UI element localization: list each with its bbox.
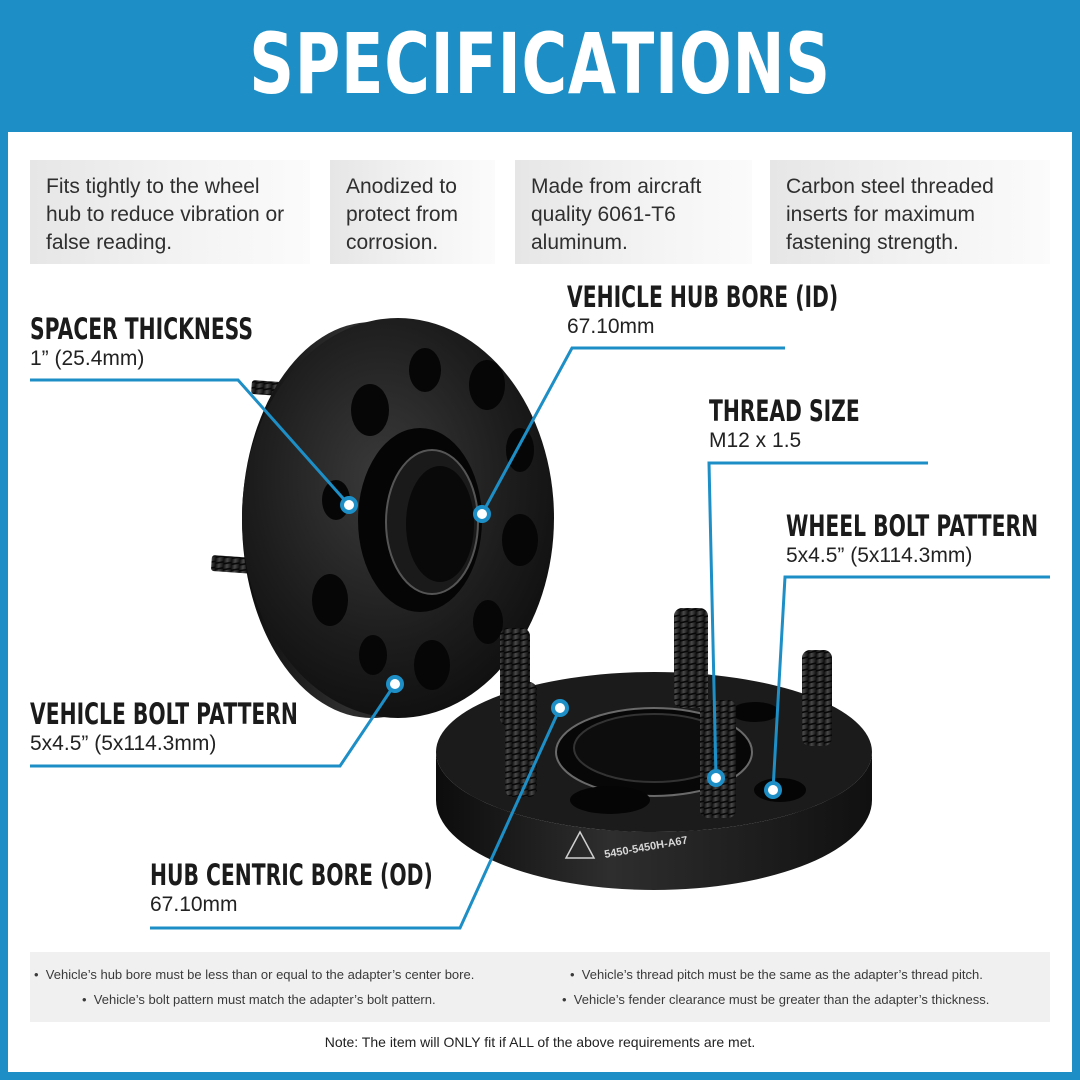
- callout-title: THREAD SIZE: [709, 394, 860, 428]
- header-bar: SPECIFICATIONS: [0, 0, 1080, 132]
- callout-value: 5x4.5” (5x114.3mm): [786, 544, 973, 567]
- callout-dot: [340, 496, 358, 514]
- leader-thread-size: [707, 461, 928, 779]
- bolt-hole: [414, 640, 450, 690]
- requirement-text: Vehicle’s thread pitch must be the same …: [581, 967, 983, 982]
- bolt-hole: [731, 702, 779, 722]
- leader-hub-centric-bore: [150, 707, 562, 930]
- brand-logo: [564, 830, 596, 859]
- callout-dot: [707, 769, 725, 787]
- feature-text: Carbon steel threaded inserts for maximu…: [786, 175, 994, 254]
- callout-dot: [764, 781, 782, 799]
- requirements-box: [30, 952, 1050, 1022]
- feature-text: Fits tightly to the wheel hub to reduce …: [46, 175, 285, 254]
- bore-inner: [406, 466, 474, 582]
- callout-hub-centric-bore: HUB CENTRIC BORE (OD) 67.10mm: [150, 858, 554, 918]
- stud: [802, 650, 832, 746]
- spacer-edge: [436, 752, 872, 890]
- fitment-note: Note: The item will ONLY fit if ALL of t…: [324, 1034, 756, 1050]
- callout-value: 67.10mm: [150, 893, 238, 916]
- stud: [674, 608, 708, 708]
- feature-box-fit: Fits tightly to the wheel hub to reduce …: [30, 160, 310, 264]
- bolt-hole: [506, 428, 534, 472]
- callout-value: 5x4.5” (5x114.3mm): [30, 732, 217, 755]
- feature-text: Anodized to protect from corrosion.: [346, 175, 459, 254]
- feature-box-aluminum: Made from aircraft quality 6061-T6 alumi…: [515, 160, 752, 264]
- callout-dot: [551, 699, 569, 717]
- stud: [505, 682, 537, 797]
- bolt-hole: [473, 600, 503, 644]
- callout-dot: [386, 675, 404, 693]
- requirement-item: • Vehicle’s fender clearance must be gre…: [562, 992, 990, 1007]
- bolt-hole: [351, 384, 389, 436]
- upright-spacer: [211, 318, 554, 718]
- callout-dot: [473, 505, 491, 523]
- requirement-text: Vehicle’s bolt pattern must match the ad…: [93, 992, 436, 1007]
- callout-title: WHEEL BOLT PATTERN: [786, 509, 1039, 543]
- page-title: SPECIFICATIONS: [249, 15, 831, 113]
- leader-vehicle-bolt-pattern: [30, 683, 397, 768]
- bolt-hole: [502, 514, 538, 566]
- callout-title: SPACER THICKNESS: [30, 312, 254, 346]
- bolt-hole: [359, 635, 387, 675]
- callout-value: M12 x 1.5: [709, 429, 802, 452]
- callout-wheel-bolt-pattern: WHEEL BOLT PATTERN 5x4.5” (5x114.3mm): [786, 509, 1080, 569]
- stud: [700, 700, 736, 818]
- requirement-text: Vehicle’s fender clearance must be great…: [573, 992, 990, 1007]
- callout-thread-size: THREAD SIZE M12 x 1.5: [709, 394, 924, 454]
- callout-spacer-thickness: SPACER THICKNESS 1” (25.4mm): [30, 312, 349, 372]
- callout-value: 1” (25.4mm): [30, 347, 145, 370]
- flat-spacer: 5450-5450H-A67: [436, 608, 872, 890]
- leader-wheel-bolt-pattern: [771, 575, 1050, 791]
- bolt-hole: [312, 574, 348, 626]
- callout-title: VEHICLE BOLT PATTERN: [30, 697, 298, 731]
- leader-lines: [30, 346, 1050, 930]
- callout-title: VEHICLE HUB BORE (ID): [567, 280, 839, 314]
- leader-spacer-thickness: [30, 378, 351, 506]
- callout-vehicle-hub-bore: VEHICLE HUB BORE (ID) 67.10mm: [567, 280, 954, 340]
- feature-box-inserts: Carbon steel threaded inserts for maximu…: [770, 160, 1050, 264]
- bolt-hole: [409, 348, 441, 392]
- callout-vehicle-bolt-pattern: VEHICLE BOLT PATTERN 5x4.5” (5x114.3mm): [30, 697, 413, 757]
- requirement-text: Vehicle’s hub bore must be less than or …: [45, 967, 475, 982]
- callout-dots: [340, 496, 782, 799]
- bolt-hole: [570, 786, 650, 814]
- feature-box-anodized: Anodized to protect from corrosion.: [330, 160, 495, 264]
- requirement-item: • Vehicle’s hub bore must be less than o…: [34, 967, 475, 982]
- requirement-item: • Vehicle’s bolt pattern must match the …: [82, 992, 436, 1007]
- feature-text: Made from aircraft quality 6061-T6 alumi…: [531, 175, 702, 254]
- callout-value: 67.10mm: [567, 315, 655, 338]
- bolt-hole: [469, 360, 505, 410]
- requirement-item: • Vehicle’s thread pitch must be the sam…: [570, 967, 983, 982]
- callout-title: HUB CENTRIC BORE (OD): [150, 858, 433, 892]
- leader-vehicle-hub-bore: [480, 346, 785, 515]
